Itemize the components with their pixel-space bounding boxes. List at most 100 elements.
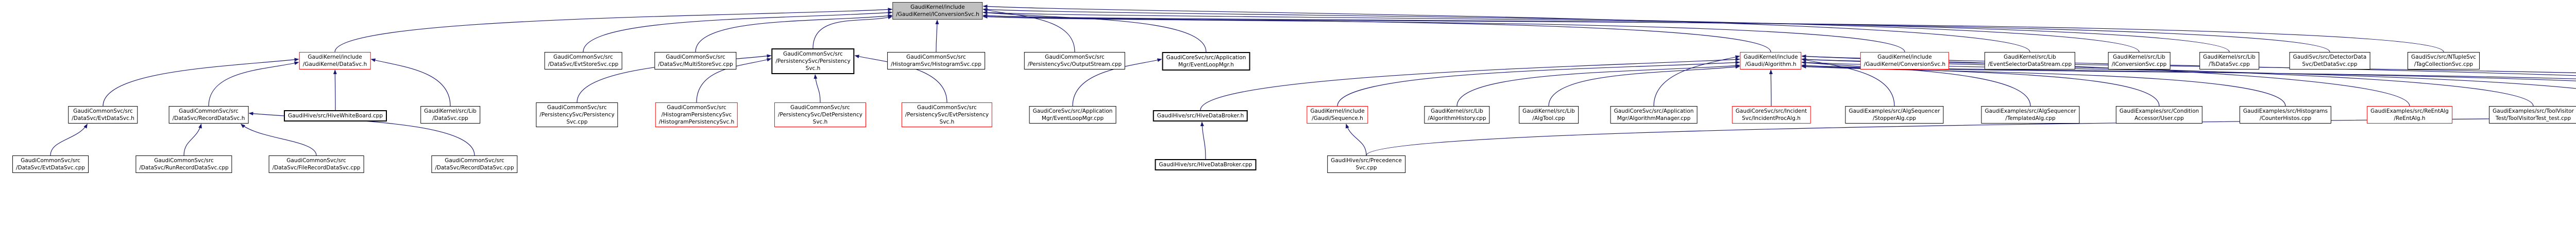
graph-node-label-line: GaudiCommonSvc/src [445, 158, 504, 164]
graph-node-f1[interactable]: GaudiCommonSvc/src/DataSvc/EvtDataSvc.cp… [12, 155, 89, 173]
graph-node-label-line: GaudiCommonSvc/src [154, 158, 214, 164]
graph-node-d9[interactable]: GaudiKernel/include/GaudiKernel/Conversi… [1860, 52, 1950, 69]
graph-node-label-line: GaudiKernel/include [1743, 54, 1798, 60]
graph-node-label-line: GaudiCoreSvc/src/Incident [1735, 108, 1807, 114]
graph-node-label-line: Mgr/EventLoopMgr.cpp [1041, 115, 1104, 121]
graph-node-label-line: GaudiKernel/include [308, 54, 362, 60]
graph-node-f3[interactable]: GaudiCommonSvc/src/DataSvc/FileRecordDat… [268, 155, 364, 173]
graph-node-label-line: /TsDataSvc.cpp [2209, 61, 2250, 67]
include-edge-e12-to-d8 [1456, 64, 1740, 107]
graph-node-label-line: Svc.h [805, 65, 821, 72]
graph-node-f2[interactable]: GaudiCommonSvc/src/DataSvc/RunRecordData… [135, 155, 232, 173]
include-edge-e16-to-d8 [1801, 58, 1895, 107]
graph-node-label-line: /PersistencySvc/EvtPersistency [905, 112, 989, 118]
graph-node-e3[interactable]: GaudiHive/src/HiveWhiteBoard.cpp [283, 110, 387, 121]
include-edge-d10-to-root [982, 4, 2030, 53]
graph-node-d12[interactable]: GaudiKernel/src/Lib/TsDataSvc.cpp [2199, 52, 2259, 69]
graph-node-label-line: /TemplatedAlg.cpp [2005, 115, 2056, 121]
graph-node-d1[interactable]: GaudiKernel/include/GaudiKernel/DataSvc.… [299, 52, 371, 69]
include-edge-e11-to-d8 [1337, 60, 1740, 107]
graph-node-label-line: /ReEntAlg.h [2394, 115, 2426, 121]
graph-node-label-line: Mgr/EventLoopMgr.h [1178, 62, 1234, 68]
graph-node-e13[interactable]: GaudiKernel/src/Lib/AlgTool.cpp [1519, 106, 1579, 124]
graph-node-e11[interactable]: GaudiKernel/include/Gaudi/Sequence.h [1307, 106, 1368, 124]
graph-node-label-line: GaudiCoreSvc/src/Application [1614, 108, 1694, 114]
graph-node-e19[interactable]: GaudiExamples/src/Histograms/CounterHist… [2239, 106, 2332, 124]
graph-node-label-line: GaudiHive/src/HiveWhiteBoard.cpp [287, 113, 383, 119]
graph-node-label-line: /CounterHistos.cpp [2259, 115, 2312, 121]
include-edge-f6-to-e11 [1345, 124, 1367, 156]
graph-node-label-line: GaudiCommonSvc/src [547, 105, 607, 111]
graph-node-label-line: GaudiKernel/src/Lib [2004, 54, 2056, 60]
graph-node-label-line: /DataSvc/EvtDataSvc.h [72, 115, 134, 121]
graph-node-label-line: GaudiCommonSvc/src [906, 54, 966, 60]
graph-node-e10[interactable]: GaudiHive/src/HiveDataBroker.h [1153, 110, 1248, 121]
graph-node-label-line: GaudiCommonSvc/src [667, 105, 726, 111]
graph-node-f4[interactable]: GaudiCommonSvc/src/DataSvc/RecordDataSvc… [431, 155, 518, 173]
graph-node-label-line: /GaudiKernel/ConversionSvc.h [1863, 61, 1946, 67]
graph-node-label-line: /HistogramPersistencySvc.h [658, 119, 735, 125]
graph-node-e20[interactable]: GaudiExamples/src/ReEntAlg/ReEntAlg.h [2367, 106, 2452, 124]
graph-node-label-line: /AlgorithmHistory.cpp [1428, 115, 1486, 121]
graph-node-label-line: GaudiCommonSvc/src [73, 108, 133, 114]
include-edge-f6-to-e24 [1366, 117, 2576, 156]
include-edge-d2-to-root [583, 11, 893, 53]
graph-node-e5[interactable]: GaudiCommonSvc/src/PersistencySvc/Persis… [536, 102, 618, 127]
graph-node-label-line: GaudiKernel/src/Lib [1522, 108, 1575, 114]
graph-node-label-line: Mgr/AlgorithmManager.cpp [1617, 115, 1691, 121]
graph-node-e1[interactable]: GaudiCommonSvc/src/DataSvc/EvtDataSvc.h [68, 106, 138, 124]
graph-node-label-line: /DataSvc/MultiStoreSvc.cpp [658, 61, 733, 67]
graph-node-f5[interactable]: GaudiHive/src/HiveDataBroker.cpp [1155, 159, 1257, 170]
graph-node-label-line: /Gaudi/Algorithm.h [1745, 61, 1797, 67]
graph-node-e2[interactable]: GaudiCommonSvc/src/DataSvc/RecordDataSvc… [168, 106, 249, 124]
include-edge-e10-to-d8 [1200, 57, 1740, 111]
graph-node-e8[interactable]: GaudiCommonSvc/src/PersistencySvc/EvtPer… [901, 102, 993, 127]
graph-node-d2[interactable]: GaudiCommonSvc/src/DataSvc/EvtStoreSvc.c… [544, 52, 622, 69]
graph-node-d14[interactable]: GaudiSvc/src/NTupleSvc/TagCollectionSvc.… [2408, 52, 2480, 69]
graph-node-label-line: /GaudiKernel/IConversionSvc.h [896, 11, 979, 18]
include-edge-e4-to-d1 [370, 58, 451, 107]
include-edge-e13-to-d8 [1548, 65, 1740, 107]
include-edge-d7-to-root [982, 11, 1207, 53]
graph-node-d10[interactable]: GaudiKernel/src/Lib/EventSelectorDataStr… [1984, 52, 2076, 69]
graph-node-label-line: GaudiExamples/src/AlgSequencer [1985, 108, 2076, 114]
graph-node-e16[interactable]: GaudiExamples/src/AlgSequencer/StopperAl… [1845, 106, 1944, 124]
graph-node-d6[interactable]: GaudiCommonSvc/src/PersistencySvc/Output… [1024, 52, 1126, 69]
graph-node-e7[interactable]: GaudiCommonSvc/src/PersistencySvc/DetPer… [774, 102, 867, 127]
graph-node-label-line: GaudiCoreSvc/src/Application [1032, 108, 1113, 114]
graph-node-d11[interactable]: GaudiKernel/src/Lib/IConversionSvc.cpp [2108, 52, 2171, 69]
graph-node-label-line: GaudiKernel/src/Lib [1431, 108, 1483, 114]
graph-node-d8[interactable]: GaudiKernel/include/Gaudi/Algorithm.h [1740, 52, 1802, 69]
graph-node-e17[interactable]: GaudiExamples/src/AlgSequencer/Templated… [1981, 106, 2080, 124]
include-edge-d1-to-root [334, 7, 893, 53]
include-edge-f5-to-e10 [1200, 121, 1206, 160]
include-edge-d6-to-root [982, 8, 1075, 53]
graph-node-e6[interactable]: GaudiCommonSvc/src/HistogramPersistencyS… [655, 102, 738, 127]
graph-node-label-line: /DataSvc/EvtDataSvc.cpp [16, 165, 85, 171]
include-edge-e1-to-d1 [103, 58, 299, 107]
graph-node-label-line: /PersistencySvc/OutputStream.cpp [1027, 61, 1122, 67]
graph-node-d5[interactable]: GaudiCommonSvc/src/HistogramSvc/Histogra… [887, 52, 985, 69]
graph-node-e12[interactable]: GaudiKernel/src/Lib/AlgorithmHistory.cpp [1424, 106, 1490, 124]
graph-node-label-line: GaudiCommonSvc/src [286, 158, 346, 164]
graph-node-label-line: Svc/IncidentProcAlg.h [1742, 115, 1801, 121]
graph-node-d3[interactable]: GaudiCommonSvc/src/DataSvc/MultiStoreSvc… [654, 52, 737, 69]
graph-node-label-line: Svc.h [812, 119, 828, 125]
graph-node-label-line: /IConversionSvc.cpp [2111, 61, 2167, 67]
include-edge-d9-to-root [982, 14, 1905, 53]
graph-node-label-line: GaudiKernel/include [1310, 108, 1365, 114]
graph-node-label-line: Test/ToolVisitorTest_test.cpp [2495, 115, 2571, 121]
graph-node-d4[interactable]: GaudiCommonSvc/src/PersistencySvc/Persis… [771, 48, 855, 74]
graph-node-e4[interactable]: GaudiKernel/src/Lib/DataSvc.cpp [420, 106, 480, 124]
graph-node-label-line: GaudiExamples/src/Condition [2119, 108, 2199, 114]
